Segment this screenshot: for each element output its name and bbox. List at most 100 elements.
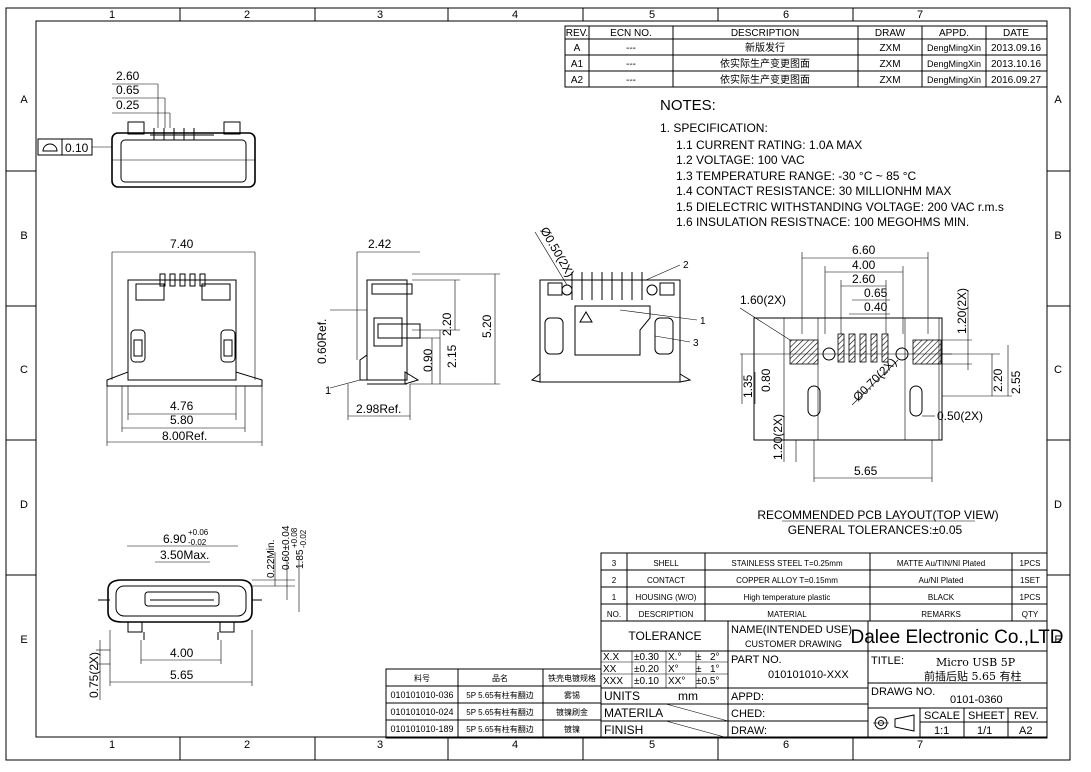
dim-label: +0.06 [188, 528, 209, 537]
name-value: CUSTOMER DRAWING [745, 639, 842, 649]
sheet-label: SHEET [968, 710, 1005, 722]
material-header: REMARKS [921, 610, 961, 619]
zone-row-label: C [20, 364, 28, 376]
variant-cell: 雾锡 [564, 691, 580, 700]
dim-label: -0.02 [188, 538, 207, 547]
material-cell: 1SET [1020, 576, 1040, 585]
part-no-value: 010101010-XXX [768, 669, 849, 681]
dim-label: 7.40 [170, 237, 194, 251]
dim-label: 2.55 [1009, 370, 1023, 394]
material-cell: COPPER ALLOY T=0.15mm [736, 576, 838, 585]
dim-label: 5.80 [170, 413, 194, 427]
rev-value: A2 [1019, 725, 1032, 737]
bottom-view: 6.90 +0.06 -0.02 3.50Max. 0.22Min. 0.60±… [87, 525, 308, 700]
tolerance-cell: X.X [603, 652, 619, 663]
callout-label: 3 [693, 338, 699, 349]
dim-label: Ø0.70(2X) [850, 355, 899, 404]
dim-label: Ø0.50(2X) [537, 225, 577, 280]
dim-label: 1.20(2X) [771, 414, 785, 460]
material-cell: HOUSING (W/O) [636, 593, 697, 602]
dim-label: 0.75(2X) [87, 652, 101, 698]
scale-label: SCALE [924, 710, 960, 722]
tolerance-cell: X.° [668, 652, 681, 663]
tolerance-cell: ±0.5° [696, 676, 719, 687]
rev-cell: DengMingXin [927, 43, 981, 53]
zone-column-label: 7 [917, 739, 923, 751]
dim-label: 0.50(2X) [937, 409, 983, 423]
warning-icon [579, 311, 593, 323]
zone-column-label: 7 [917, 9, 923, 21]
dim-label: 5.20 [480, 314, 494, 338]
zone-column-label: 5 [649, 739, 655, 751]
rev-header: ECN NO. [610, 28, 652, 39]
material-cell: High temperature plastic [744, 593, 831, 602]
note-item: 1.1 CURRENT RATING: 1.0A MAX [676, 138, 862, 152]
dim-label: 6.90 [163, 532, 187, 546]
note-item: 1.5 DIELECTRIC WITHSTANDING VOLTAGE: 200… [676, 200, 1004, 214]
dim-label: 4.00 [170, 646, 194, 660]
variant-cell: 010101010-036 [390, 690, 453, 700]
notes-block: NOTES: 1. SPECIFICATION: 1.1 CURRENT RAT… [660, 97, 1004, 229]
zone-column-label: 3 [377, 9, 383, 21]
variant-cell: 镀镍刷金 [556, 707, 588, 717]
dim-label: 2.42 [368, 237, 392, 251]
rev-header: REV. [566, 28, 588, 39]
drawing-no-label: DRAWG NO. [871, 686, 935, 698]
zone-row-label: A [20, 94, 28, 106]
material-cell: 1PCS [1020, 559, 1041, 568]
tolerance-cell: XXX [603, 676, 623, 687]
zone-column-label: 1 [109, 9, 115, 21]
pcb-layout: 6.60 4.00 2.60 0.65 0.40 1.60(2X) 1.20(2… [739, 243, 1023, 537]
zone-column-label: 2 [244, 739, 250, 751]
drawing-border [5, 7, 1071, 761]
pcb-caption-title: RECOMMENDED PCB LAYOUT(TOP VIEW) [757, 508, 998, 522]
dim-label: 2.20 [440, 312, 454, 336]
variant-cell: 5P 5.65有柱有翻边 [466, 690, 533, 700]
material-header: MATERIAL [767, 610, 807, 619]
units-value: mm [678, 689, 698, 703]
material-cell: STAINLESS STEEL T=0.25mm [731, 559, 843, 568]
variant-cell: 5P 5.65有柱有翻边 [466, 724, 533, 734]
rev-cell: A1 [571, 59, 584, 70]
rev-header: APPD. [939, 28, 969, 39]
scale-value: 1:1 [934, 725, 949, 737]
front-view: 7.40 4.76 5.80 8.00Ref. [106, 237, 263, 446]
title-label: TITLE: [871, 655, 904, 667]
material-label: MATERILA [604, 706, 663, 720]
notes-section: 1. SPECIFICATION: [660, 121, 768, 135]
projection-symbol-icon [873, 714, 915, 732]
zone-column-label: 4 [512, 9, 518, 21]
tolerance-cell: 2° [710, 652, 720, 663]
pcb-caption-tolerance: GENERAL TOLERANCES:±0.05 [788, 523, 963, 537]
ched-label: CHED: [731, 708, 765, 720]
note-item: 1.6 INSULATION RESISTNACE: 100 MEGOHMS M… [676, 215, 969, 229]
zone-column-label: 5 [649, 9, 655, 21]
note-item: 1.2 VOLTAGE: 100 VAC [676, 153, 805, 167]
dim-label: -0.02 [299, 529, 308, 548]
sheet-value: 1/1 [977, 725, 992, 737]
dim-label: 1.35 [741, 374, 755, 398]
dim-label: 0.10 [65, 141, 89, 155]
tolerance-cell: ±0.30 [634, 652, 659, 663]
rev-cell: 2013.09.16 [991, 43, 1041, 54]
note-item: 1.4 CONTACT RESISTANCE: 30 MILLIONHM MAX [676, 184, 951, 198]
variant-cell: 5P 5.65有柱有翻边 [466, 707, 533, 717]
zone-row-label: E [20, 634, 27, 646]
callout-label: 1 [700, 316, 706, 327]
rev-cell: A2 [571, 75, 584, 86]
rear-view: Ø0.50(2X) 2 1 3 [530, 225, 706, 383]
title-line1: Micro USB 5P [936, 656, 1016, 669]
dim-label: 1.20(2X) [955, 288, 969, 334]
tolerance-cell: XX° [668, 676, 685, 687]
rev-cell: 依实际生产变更图面 [720, 57, 810, 70]
dim-label: 4.00 [852, 258, 876, 272]
top-view: 2.60 0.65 0.25 0.10 [37, 69, 256, 188]
material-cell: 1 [612, 593, 617, 602]
material-cell: 3 [612, 559, 617, 568]
material-cell: CONTACT [647, 576, 685, 585]
